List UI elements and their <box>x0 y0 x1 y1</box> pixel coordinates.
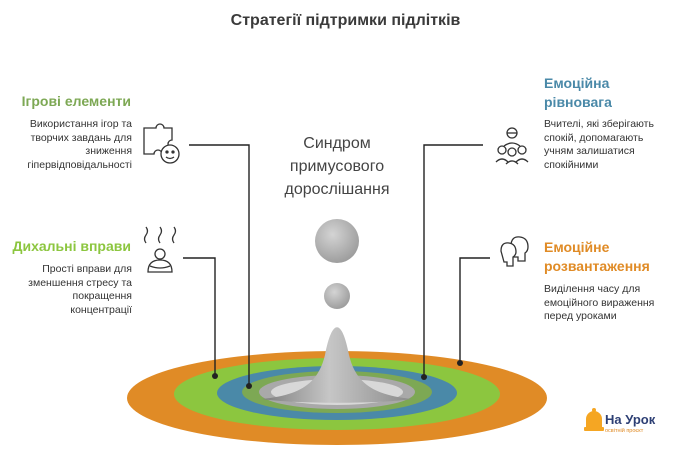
bell-icon <box>584 408 604 431</box>
connector-dot-relief <box>457 360 463 366</box>
connector-dot-game <box>246 383 252 389</box>
connector-breathing <box>183 257 216 376</box>
teacher-students-icon <box>495 127 529 165</box>
large-sphere <box>315 219 359 263</box>
page-title: Стратегії підтримки підлітків <box>230 12 461 29</box>
breathing-desc: Прості вправи для зменшення стресу та по… <box>28 263 132 316</box>
connectors <box>183 144 490 386</box>
logo-tagline: освітній проєкт <box>605 428 644 434</box>
emotional-relief-heading: Емоційне розвантаження <box>544 239 650 274</box>
breathing-person-icon <box>143 226 177 273</box>
connector-dot-balance <box>421 374 427 380</box>
emotional-balance-heading: Емоційна рівновага <box>544 75 612 110</box>
emotional-relief-desc: Виділення часу для емоційного вираження … <box>544 283 655 322</box>
connector-game <box>189 144 250 386</box>
connector-relief <box>459 257 490 363</box>
game-elements-heading: Ігрові елементи <box>21 93 131 109</box>
connector-balance <box>423 144 483 377</box>
connector-dot-breathing <box>212 373 218 379</box>
logo-name: На Урок <box>605 412 656 427</box>
two-heads-icon <box>500 236 529 267</box>
center-label: Синдром примусового дорослішання <box>284 135 390 198</box>
peak-shape <box>262 327 412 403</box>
puzzle-face-icon <box>143 123 180 164</box>
game-elements-desc: Використання ігор та творчих завдань для… <box>27 118 132 171</box>
emotional-balance-desc: Вчителі, які зберігають спокій, допомага… <box>544 118 654 171</box>
small-sphere <box>324 283 350 309</box>
breathing-heading: Дихальні вправи <box>12 238 131 254</box>
